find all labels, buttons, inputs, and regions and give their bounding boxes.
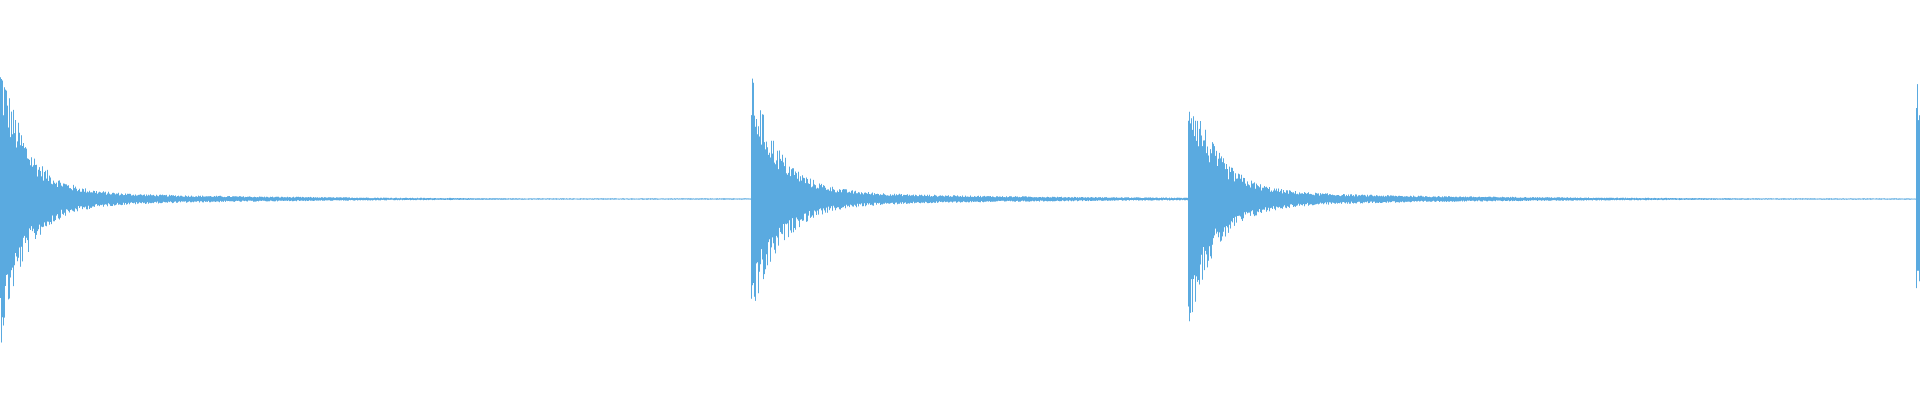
- waveform-samples: [0, 77, 1920, 343]
- waveform-trace: [0, 77, 1920, 343]
